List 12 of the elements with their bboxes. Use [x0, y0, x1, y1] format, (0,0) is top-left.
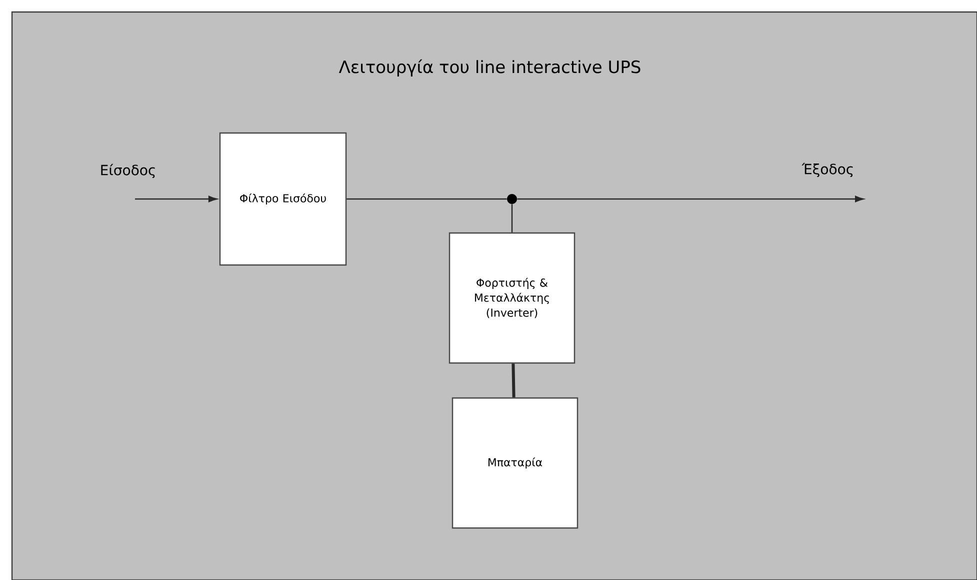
arrow: [135, 196, 218, 202]
arrow: [517, 196, 864, 202]
connector-line: [511, 204, 513, 232]
block-box: Φίλτρο Εισόδου: [219, 132, 347, 266]
connector-line: [512, 364, 516, 398]
block-box: Μπαταρία: [452, 397, 578, 529]
connector-line: [346, 198, 507, 200]
title: Λειτουργία του line interactive UPS: [338, 59, 640, 77]
block-box: Φορτιστής & Μεταλλάκτης (Inverter): [448, 232, 576, 364]
port-label: Είσοδος: [101, 164, 155, 178]
junction-dot: [507, 194, 517, 204]
port-label: Έξοδος: [802, 162, 853, 178]
